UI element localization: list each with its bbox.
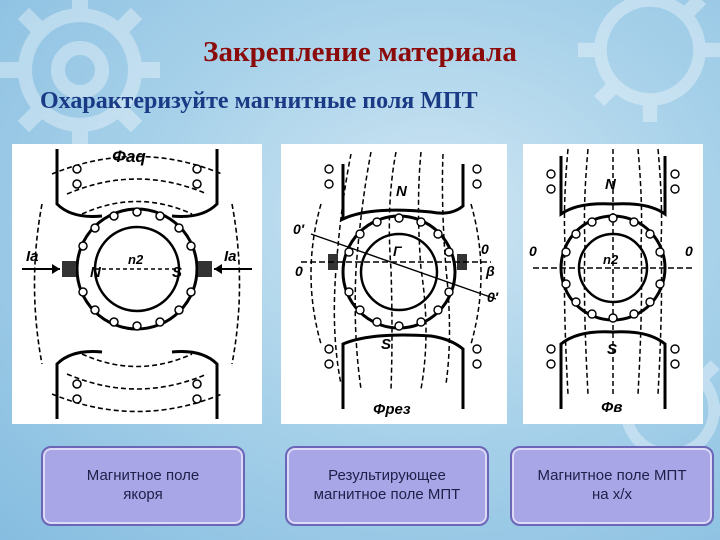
page-subtitle: Охарактеризуйте магнитные поля МПТ bbox=[40, 88, 478, 114]
speed-label: n2 bbox=[603, 252, 619, 267]
axis-shift-bottom-label: 0′ bbox=[487, 289, 499, 305]
axis-shift-top-label: 0′ bbox=[293, 221, 305, 237]
flux-label: Φaq bbox=[112, 147, 146, 166]
north-pole-label: N bbox=[90, 264, 102, 281]
caption-line: Результирующее bbox=[328, 467, 446, 485]
current-right-label: Ia bbox=[224, 248, 237, 265]
north-pole-label: N bbox=[605, 176, 617, 193]
caption-line: магнитное поле МПТ bbox=[313, 486, 461, 503]
axis-right-label: 0 bbox=[481, 241, 489, 257]
caption-line: Магнитное поле bbox=[86, 467, 200, 485]
axis-left-label: 0 bbox=[295, 263, 303, 279]
axis-left-label: 0 bbox=[529, 243, 537, 259]
angle-label: β bbox=[485, 263, 495, 279]
speed-label: n2 bbox=[128, 252, 144, 267]
no-load-field-diagram: Φв N S 0 0 n2 bbox=[523, 144, 703, 424]
current-left-label: Ia bbox=[26, 248, 39, 265]
gear-decoration-icon bbox=[578, 0, 720, 122]
gear-decoration-icon bbox=[0, 0, 160, 150]
caption-line: Магнитное поле МПТ bbox=[537, 467, 687, 485]
axis-right-label: 0 bbox=[685, 243, 693, 259]
armature-field-diagram: Φaq Ia Ia N S n2 bbox=[12, 144, 262, 424]
resulting-field-diagram: Φрез N S 0 0 0′ 0′ β Г bbox=[281, 144, 507, 424]
south-pole-label: S bbox=[607, 341, 617, 358]
caption-line: на х/х bbox=[592, 486, 632, 503]
caption-line: якоря bbox=[123, 486, 163, 503]
rotation-label: Г bbox=[393, 243, 403, 259]
flux-label: Φрез bbox=[373, 401, 411, 418]
north-pole-label: N bbox=[396, 183, 408, 200]
south-pole-label: S bbox=[172, 264, 182, 281]
flux-label: Φв bbox=[601, 399, 622, 416]
south-pole-label: S bbox=[381, 336, 391, 353]
page-title: Закрепление материала bbox=[203, 36, 517, 68]
